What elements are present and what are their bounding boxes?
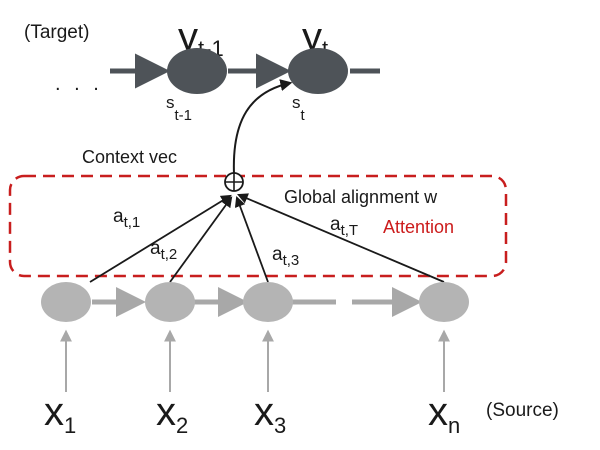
source-label: (Source) [486, 400, 559, 421]
decoder-node-prev [167, 48, 227, 94]
alignment-line-3 [234, 195, 269, 283]
decoder-symbol-curr: yt [302, 15, 328, 61]
alignment-weight-1: at,1 [113, 206, 140, 231]
attention-region [8, 174, 508, 278]
alignment-line-T [237, 193, 445, 283]
source-symbol-2: x2 [156, 390, 188, 438]
encoder-node-n [419, 282, 469, 322]
encoder-node-3 [243, 282, 293, 322]
alignment-line-2 [169, 196, 233, 283]
state-label-curr: st [292, 93, 306, 124]
alignment-weight-T: at,T [330, 214, 358, 239]
ellipsis: . . . [55, 73, 103, 95]
alignment-weight-3: at,3 [272, 244, 299, 269]
context-to-decoder-arrow [232, 79, 293, 175]
source-symbol-1: x1 [44, 390, 76, 438]
encoder-node-2 [145, 282, 195, 322]
source-symbol-3: x3 [254, 390, 286, 438]
target-label: (Target) [24, 22, 89, 43]
encoder-node-1 [41, 282, 91, 322]
alignment-line-1 [89, 194, 232, 283]
state-label-prev: st-1 [166, 93, 192, 124]
global-alignment-label: Global alignment w [284, 187, 438, 207]
alignment-weight-2: at,2 [150, 238, 177, 263]
decoder-node-curr [288, 48, 348, 94]
source-symbol-n: xn [428, 390, 460, 438]
attention-label: Attention [383, 217, 454, 237]
context-vector-label: Context vec [82, 147, 177, 167]
